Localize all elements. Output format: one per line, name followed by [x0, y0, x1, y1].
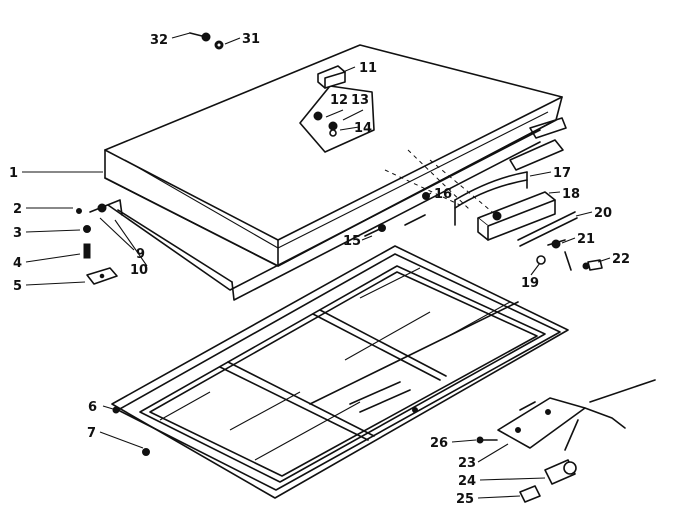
callout-13: 13 — [351, 93, 369, 108]
callout-26: 26 — [430, 436, 448, 451]
callout-11: 11 — [359, 61, 377, 76]
lid-fasteners — [364, 192, 430, 237]
callout-18: 18 — [562, 187, 580, 202]
callout-4: 4 — [13, 256, 22, 271]
lock-parts — [536, 239, 603, 271]
callout-leaders — [22, 32, 611, 499]
callout-24: 24 — [458, 474, 476, 489]
hinge-assembly — [76, 199, 123, 285]
callout-17: 17 — [553, 166, 571, 181]
callout-19: 19 — [521, 276, 539, 291]
callout-labels: 1 2 3 4 5 6 7 9 10 11 12 13 14 15 16 17 … — [9, 32, 630, 507]
lid-handle — [454, 171, 578, 247]
callout-5: 5 — [13, 279, 22, 294]
callout-10: 10 — [130, 263, 148, 278]
callout-32: 32 — [150, 33, 168, 48]
leader-lines — [384, 149, 498, 217]
callout-16: 16 — [434, 187, 452, 202]
callout-23: 23 — [458, 456, 476, 471]
callout-25: 25 — [456, 492, 474, 507]
hinge-plate — [299, 85, 375, 153]
callout-3: 3 — [13, 226, 22, 241]
cabinet-top-frame — [111, 245, 569, 499]
callout-2: 2 — [13, 202, 22, 217]
callout-12: 12 — [330, 93, 348, 108]
callout-7: 7 — [87, 426, 96, 441]
screw-and-washer — [189, 32, 224, 50]
callout-31: 31 — [242, 32, 260, 47]
callout-9: 9 — [136, 247, 145, 262]
callout-1: 1 — [9, 166, 18, 181]
callout-21: 21 — [577, 232, 595, 247]
callout-15: 15 — [343, 234, 361, 249]
callout-22: 22 — [612, 252, 630, 267]
lid-bumper — [317, 65, 346, 89]
callout-14: 14 — [354, 121, 372, 136]
callout-6: 6 — [88, 400, 97, 415]
callout-20: 20 — [594, 206, 612, 221]
light-assembly — [476, 379, 656, 503]
base-parts — [112, 406, 150, 456]
